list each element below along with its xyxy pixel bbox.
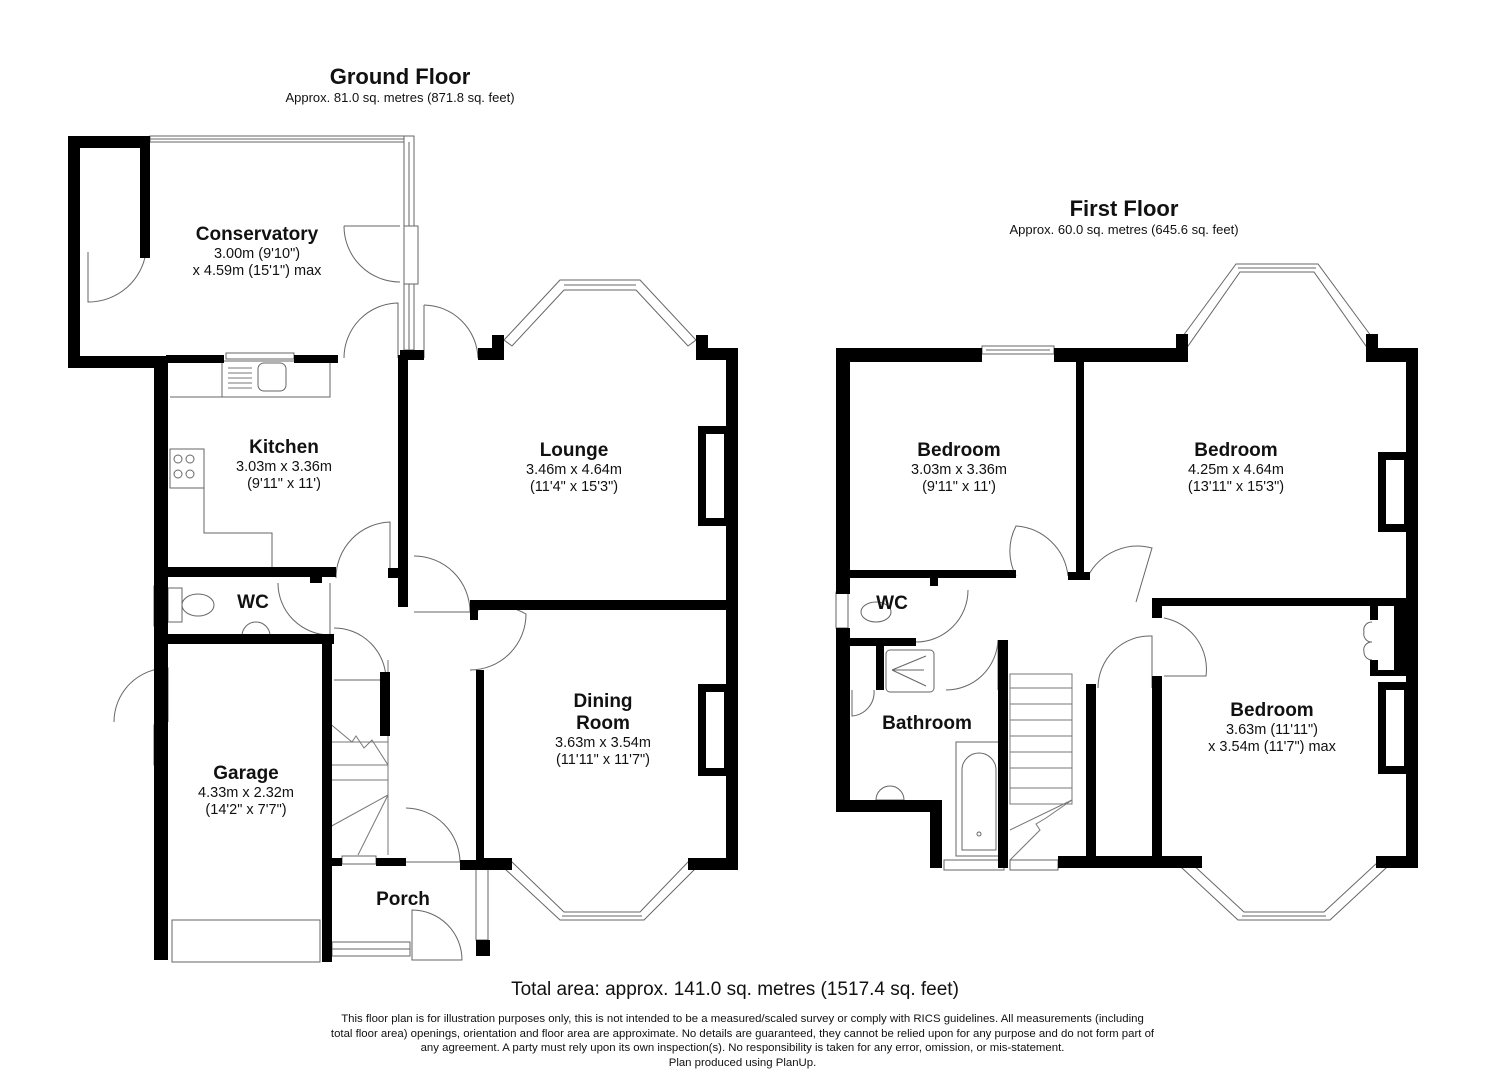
room-bedroom-master: Bedroom 4.25m x 4.64m (13'11" x 15'3") [1188, 440, 1284, 496]
room-bathroom: Bathroom [882, 713, 972, 735]
first-floor-title: First Floor [1069, 196, 1179, 221]
total-area: Total area: approx. 141.0 sq. metres (15… [511, 979, 959, 1000]
room-dimension: 3.03m x 3.36m [911, 462, 1007, 478]
room-dimension: x 3.54m (11'7") max [1208, 739, 1336, 755]
room-bedroom-front: Bedroom 3.63m (11'11") x 3.54m (11'7") m… [1208, 700, 1336, 756]
room-dimension: (9'11" x 11') [922, 479, 996, 495]
room-dimension: (13'11" x 15'3") [1187, 479, 1285, 495]
room-dimension: (11'4" x 15'3") [529, 479, 619, 495]
room-wc-first: WC [876, 593, 908, 615]
room-name: Bedroom [917, 440, 1001, 461]
walls [68, 136, 1418, 962]
room-dimension: 3.03m x 3.36m [236, 459, 332, 475]
conservatory-glazing [149, 135, 419, 351]
room-dimension: 3.63m (11'11") [1225, 722, 1318, 738]
room-dimension: (14'2" x 7'7") [205, 802, 287, 818]
disclaimer-line: any agreement. A party must rely upon it… [420, 1042, 1065, 1054]
room-name: Garage [213, 763, 279, 784]
ground-floor-area: Approx. 81.0 sq. metres (871.8 sq. feet) [285, 90, 515, 105]
room-wc-ground: WC [237, 592, 269, 614]
room-name: Porch [376, 889, 430, 910]
room-bedroom-small: Bedroom 3.03m x 3.36m (9'11" x 11') [911, 440, 1007, 496]
room-dimension: (9'11" x 11') [247, 476, 321, 492]
room-dimension: x 4.59m (15'1") max [192, 263, 322, 279]
room-name: WC [876, 593, 908, 614]
room-name: Bathroom [882, 713, 972, 734]
room-name: Conservatory [195, 224, 319, 245]
first-floor-heading: First Floor Approx. 60.0 sq. metres (645… [974, 196, 1274, 238]
room-name: Bedroom [1230, 700, 1314, 721]
room-dimension: 3.00m (9'10") [213, 246, 301, 262]
disclaimer-line: Plan produced using PlanUp. [668, 1056, 817, 1069]
room-conservatory: Conservatory 3.00m (9'10") x 4.59m (15'1… [193, 224, 322, 280]
disclaimer-line: total floor area) openings, orientation … [330, 1027, 1155, 1040]
room-name: WC [237, 592, 269, 613]
room-garage: Garage 4.33m x 2.32m (14'2" x 7'7") [198, 763, 294, 819]
room-name: Lounge [539, 440, 609, 461]
room-name: Room [576, 713, 630, 734]
room-dimension: 4.33m x 2.32m [198, 785, 294, 801]
ground-floor-heading: Ground Floor Approx. 81.0 sq. metres (87… [250, 64, 550, 106]
ground-floor-title: Ground Floor [329, 64, 471, 89]
room-name: Dining [573, 691, 633, 712]
first-floor-area: Approx. 60.0 sq. metres (645.6 sq. feet) [1009, 222, 1239, 237]
disclaimer-line: This floor plan is for illustration purp… [341, 1013, 1144, 1025]
room-name: Bedroom [1194, 440, 1278, 461]
room-dimension: 3.46m x 4.64m [526, 462, 622, 478]
room-dimension: 3.63m x 3.54m [555, 735, 651, 751]
disclaimer: This floor plan is for illustration purp… [0, 1012, 1485, 1070]
room-dining: Dining Room 3.63m x 3.54m (11'11" x 11'7… [555, 691, 651, 769]
room-kitchen: Kitchen 3.03m x 3.36m (9'11" x 11') [236, 437, 332, 493]
room-dimension: (11'11" x 11'7") [555, 752, 651, 768]
room-lounge: Lounge 3.46m x 4.64m (11'4" x 15'3") [526, 440, 622, 496]
room-dimension: 4.25m x 4.64m [1188, 462, 1284, 478]
room-name: Kitchen [249, 437, 319, 458]
room-porch: Porch [376, 889, 430, 911]
